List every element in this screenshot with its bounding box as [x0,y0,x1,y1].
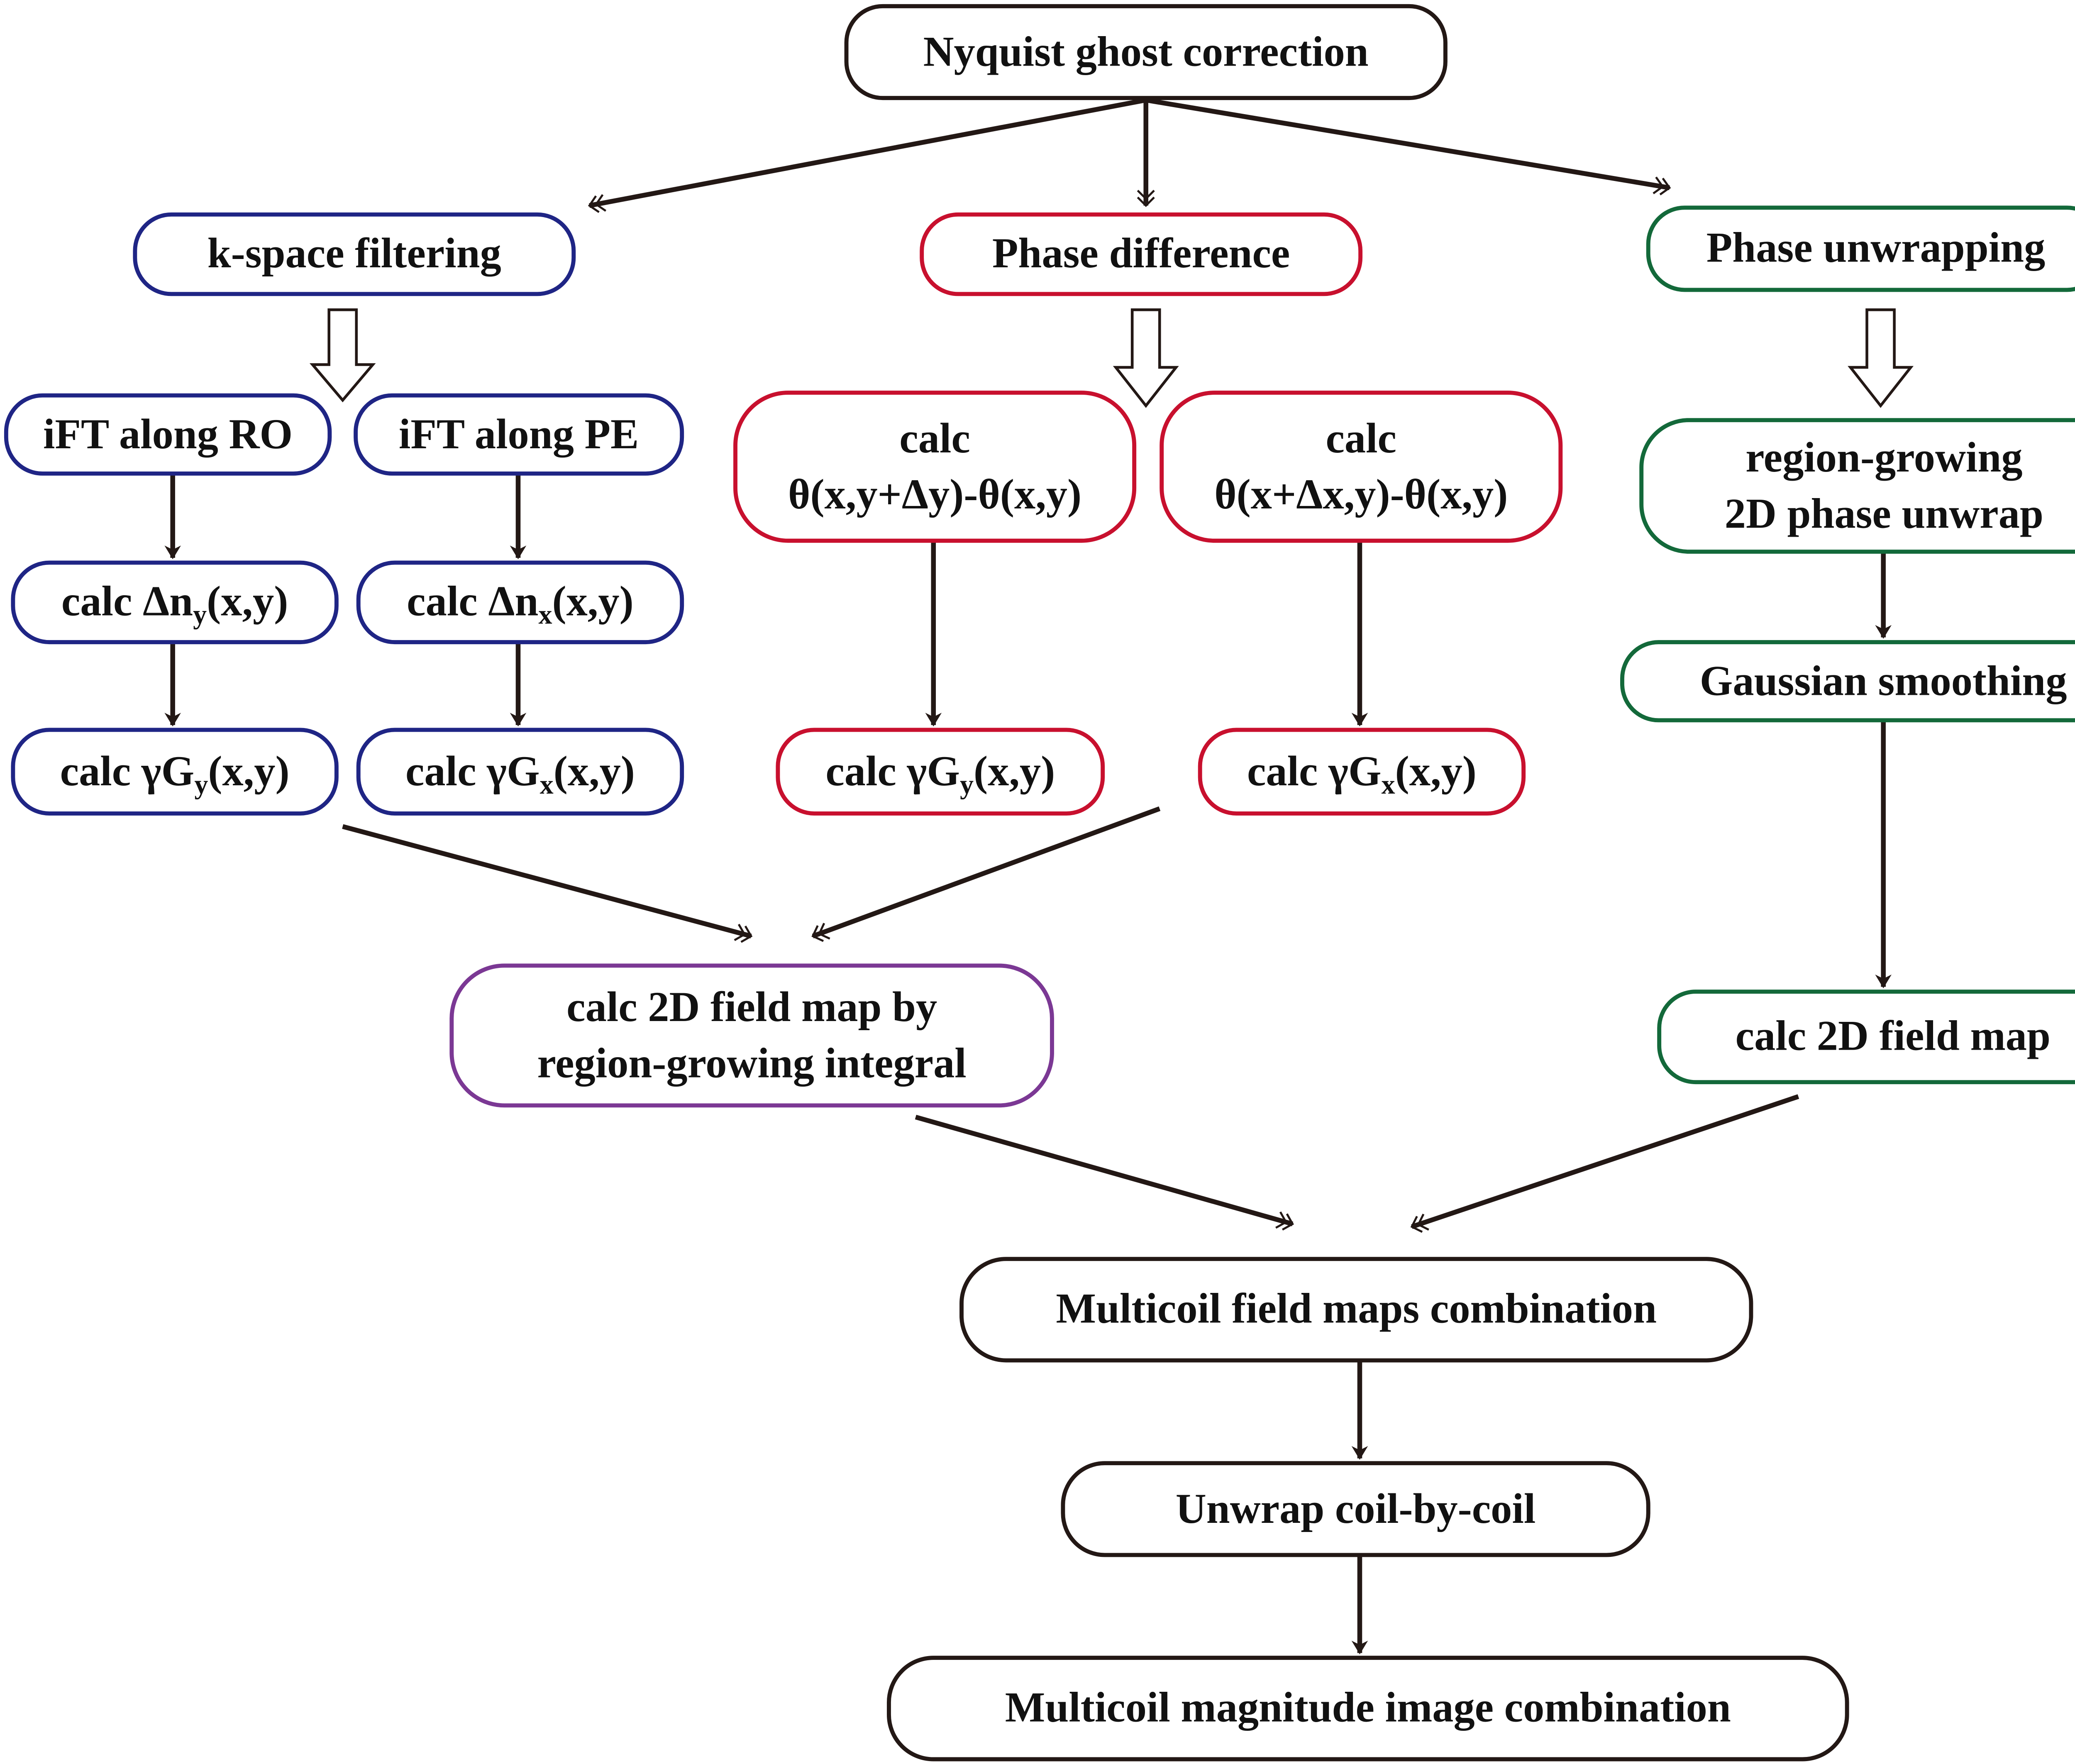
node-label-line1: calc 2D field map by [566,983,937,1031]
hollow-arrow-kspace [309,308,376,403]
node-kspace-filtering: k-space filtering [133,212,576,296]
node-label: Gaussian smoothing [1699,656,2067,704]
node-calc-theta-x: calc θ(x+Δx,y)-θ(x,y) [1160,391,1563,543]
node-label: iFT along PE [398,409,639,458]
node-nyquist-ghost-correction: Nyquist ghost correction [844,4,1448,100]
node-label: calc Δnx(x,y) [407,577,634,631]
node-field-map-integral: calc 2D field map by region-growing integ… [449,963,1054,1108]
arrow-top-to-phase-unwrap [1145,98,1670,188]
arrow [813,806,1161,936]
node-label: Multicoil field maps combination [1056,1285,1657,1333]
node-label-line1: calc [1326,414,1397,462]
node-calc-dn-x: calc Δnx(x,y) [356,560,684,645]
node-calc-gy-red: calc γGy(x,y) [776,728,1105,816]
node-ift-ro: iFT along RO [4,393,332,476]
hollow-arrow-phase-unwrap [1848,308,1914,408]
node-label-line2: θ(x,y+Δy)-θ(x,y) [788,469,1082,518]
node-label: calc 2D field map [1735,1012,2051,1060]
node-ift-pe: iFT along PE [354,393,684,476]
node-label: iFT along RO [43,409,293,458]
node-label-line1: calc [899,414,970,462]
node-label-line2: 2D phase unwrap [1724,489,2043,537]
node-label: Phase unwrapping [1706,224,2046,272]
node-label: k-space filtering [207,229,501,278]
node-label: calc γGy(x,y) [60,747,290,801]
node-multicoil-magnitude: Multicoil magnitude image combination [886,1656,1849,1762]
node-label-line1: region-growing [1745,433,2023,481]
arrow [915,1114,1292,1224]
node-calc-gx-blue: calc γGx(x,y) [356,728,684,816]
node-label: calc γGy(x,y) [825,747,1055,801]
hollow-arrow-phase-diff [1113,308,1179,408]
node-label: Unwrap coil-by-coil [1175,1484,1536,1532]
arrow [342,824,751,936]
node-calc-field-map-green: calc 2D field map [1657,990,2075,1085]
node-label-line2: region-growing integral [537,1038,967,1087]
node-label: calc γGx(x,y) [405,747,635,801]
node-label: Phase difference [992,229,1290,278]
node-label: calc γGx(x,y) [1247,747,1477,801]
arrow-top-to-kspace [589,98,1147,205]
node-phase-difference: Phase difference [920,212,1363,296]
node-region-growing-unwrap: region-growing 2D phase unwrap [1639,418,2075,554]
arrow [1412,1094,1799,1227]
node-multicoil-field-maps: Multicoil field maps combination [959,1257,1753,1363]
node-calc-gy-blue: calc γGy(x,y) [11,728,339,816]
node-label: Multicoil magnitude image combination [1005,1683,1731,1732]
node-gaussian-smoothing: Gaussian smoothing [1620,640,2075,723]
node-label-line2: θ(x+Δx,y)-θ(x,y) [1214,469,1508,518]
node-phase-unwrapping: Phase unwrapping [1646,205,2075,292]
node-unwrap-coil-by-coil: Unwrap coil-by-coil [1061,1461,1650,1557]
node-label: calc Δny(x,y) [61,577,288,631]
node-calc-dn-y: calc Δny(x,y) [11,560,339,645]
node-label: Nyquist ghost correction [923,27,1369,76]
node-calc-gx-red: calc γGx(x,y) [1198,728,1526,816]
node-calc-theta-y: calc θ(x,y+Δy)-θ(x,y) [733,391,1137,543]
